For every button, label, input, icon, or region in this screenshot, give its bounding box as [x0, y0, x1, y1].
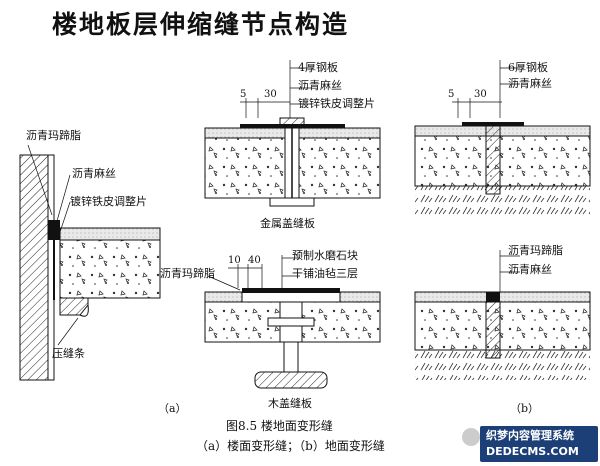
label-felt: 干铺油毡三层: [292, 267, 358, 280]
dim-top-30: 30: [264, 89, 277, 100]
label-top-galv: 镀锌铁皮调整片: [298, 97, 375, 110]
dim-top-5: 5: [240, 89, 247, 100]
watermark-line2: DEDECMS.COM: [486, 445, 579, 458]
wechat-icon: [462, 428, 480, 446]
label-asphalt-mastic: 沥青玛蹄脂: [26, 129, 81, 142]
page-title: 楼地板层伸缩缝节点构造: [52, 10, 350, 39]
label-mid-asphalt-mastic: 沥青玛蹄脂: [160, 267, 215, 280]
watermark-line1: 织梦内容管理系统: [486, 429, 574, 442]
label-right-hemp: 沥青麻丝: [508, 77, 552, 90]
figure-caption: 图8.5 楼地面变形缝: [226, 419, 333, 433]
detail-ground-joint: [414, 250, 591, 380]
detail-metal-cover: [204, 60, 381, 207]
figure-mark-a: （a）: [158, 402, 187, 415]
dim-right-30: 30: [474, 89, 487, 100]
label-galv-sheet: 镀锌铁皮调整片: [70, 195, 147, 208]
label-asphalt-hemp: 沥青麻丝: [72, 167, 116, 180]
label-right-mastic: 沥青玛蹄脂: [508, 244, 563, 257]
label-metal-cover: 金属盖缝板: [260, 217, 315, 230]
label-pressure-strip: 压缝条: [52, 347, 85, 360]
label-6mm-plate: 6厚钢板: [508, 61, 548, 74]
figure-subcaption: （a）楼面变形缝；（b）地面变形缝: [196, 439, 385, 453]
label-top-hemp: 沥青麻丝: [298, 79, 342, 92]
label-wood-cover: 木盖缝板: [268, 397, 312, 410]
detail-wood-cover: [204, 255, 381, 389]
detail-a-wall: [19, 144, 161, 381]
label-terrazzo: 预制水磨石块: [292, 249, 358, 262]
dim-right-5: 5: [448, 89, 455, 100]
label-right-hemp2: 沥青麻丝: [508, 263, 552, 276]
watermark-badge: [480, 426, 598, 462]
dim-mid-10: 10: [228, 255, 241, 266]
figure-mark-b: （b）: [510, 402, 540, 415]
dim-mid-40: 40: [248, 255, 261, 266]
label-4mm-plate: 4厚钢板: [298, 61, 338, 74]
detail-steel-plate: [414, 60, 591, 216]
